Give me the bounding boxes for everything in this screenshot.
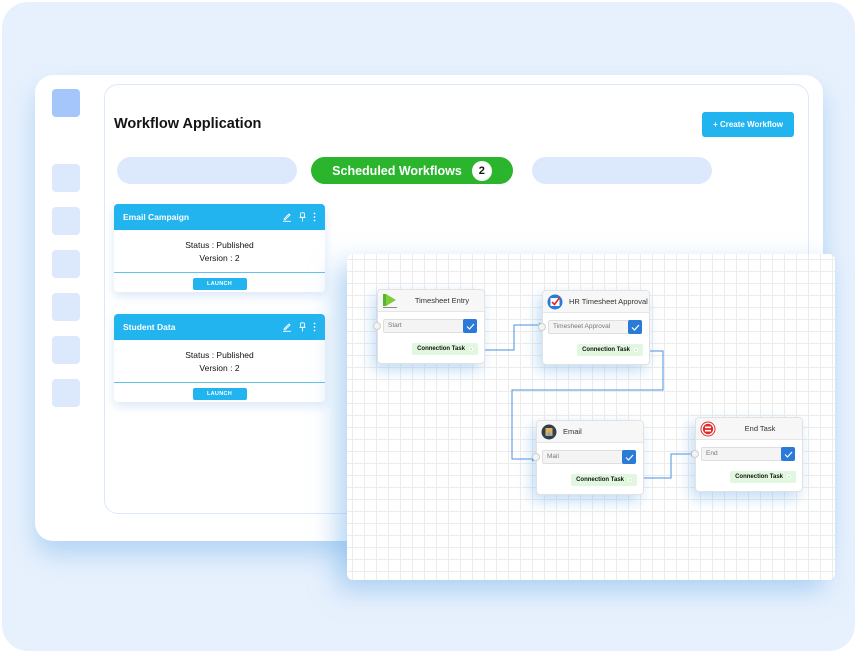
create-workflow-button[interactable]: + Create Workflow bbox=[702, 112, 794, 137]
connection-task-label: Connection Task bbox=[576, 477, 624, 483]
approval-check-icon bbox=[547, 294, 563, 309]
workflow-status: Status : Published bbox=[185, 349, 254, 360]
check-icon[interactable] bbox=[628, 320, 642, 334]
workflow-card: Student Data Status : Published Version … bbox=[114, 314, 325, 402]
node-header: End Task bbox=[696, 418, 802, 440]
sidebar-item-4[interactable] bbox=[52, 250, 80, 278]
node-input-port[interactable] bbox=[373, 322, 381, 330]
sidebar-item-3[interactable] bbox=[52, 207, 80, 235]
node-title: HR Timesheet Approval bbox=[569, 297, 648, 306]
node-input-field[interactable]: Timesheet Approval bbox=[548, 320, 642, 334]
sidebar-item-home[interactable] bbox=[52, 89, 80, 117]
workflow-name: Email Campaign bbox=[123, 212, 190, 222]
node-header: HR Timesheet Approval bbox=[543, 291, 649, 313]
workflow-node[interactable]: Timesheet Entry Start Connection Task bbox=[373, 289, 485, 364]
node-input-value: End bbox=[706, 450, 718, 457]
node-header: Timesheet Entry bbox=[378, 290, 484, 312]
node-input-value: Start bbox=[388, 322, 402, 329]
workflow-node[interactable]: HR Timesheet Approval Timesheet Approval… bbox=[538, 290, 650, 365]
play-icon bbox=[383, 293, 397, 308]
node-title: End Task bbox=[744, 424, 776, 433]
edit-icon[interactable] bbox=[282, 322, 292, 332]
workflow-status: Status : Published bbox=[185, 239, 254, 250]
connection-task-label: Connection Task bbox=[582, 347, 630, 353]
connection-task[interactable]: Connection Task bbox=[577, 344, 643, 356]
node-title: Timesheet Entry bbox=[414, 296, 470, 305]
pin-icon[interactable] bbox=[299, 212, 306, 222]
workflow-card-header: Student Data bbox=[114, 314, 325, 340]
node-input-port[interactable] bbox=[691, 450, 699, 458]
check-icon[interactable] bbox=[622, 450, 636, 464]
connection-task-label: Connection Task bbox=[735, 474, 783, 480]
node-input-field[interactable]: Mail bbox=[542, 450, 636, 464]
node-input-field[interactable]: Start bbox=[383, 319, 477, 333]
output-port-icon[interactable] bbox=[628, 478, 632, 482]
tab-scheduled-workflows[interactable]: Scheduled Workflows 2 bbox=[311, 157, 513, 184]
node-header: Email bbox=[537, 421, 643, 443]
connection-task[interactable]: Connection Task bbox=[571, 474, 637, 486]
workflow-canvas[interactable]: Timesheet Entry Start Connection Task HR… bbox=[347, 254, 835, 580]
launch-button[interactable]: LAUNCH bbox=[192, 388, 247, 400]
node-input-value: Timesheet Approval bbox=[553, 323, 611, 330]
tab-placeholder-left[interactable] bbox=[117, 157, 297, 184]
edit-icon[interactable] bbox=[282, 212, 292, 222]
workflow-version: Version : 2 bbox=[199, 252, 240, 263]
sidebar-item-2[interactable] bbox=[52, 164, 80, 192]
output-port-icon[interactable] bbox=[469, 347, 473, 351]
connection-task[interactable]: Connection Task bbox=[730, 471, 796, 483]
output-port-icon[interactable] bbox=[787, 475, 791, 479]
connection-task[interactable]: Connection Task bbox=[412, 343, 478, 355]
sidebar-item-5[interactable] bbox=[52, 293, 80, 321]
launch-button[interactable]: LAUNCH bbox=[192, 278, 247, 290]
sidebar-item-7[interactable] bbox=[52, 379, 80, 407]
node-title: Email bbox=[563, 427, 582, 436]
workflow-node[interactable]: End Task End Connection Task bbox=[691, 417, 803, 492]
node-input-value: Mail bbox=[547, 453, 559, 460]
more-vertical-icon[interactable] bbox=[313, 322, 316, 332]
workflow-card-body: Status : Published Version : 2 bbox=[114, 340, 325, 383]
sidebar-item-6[interactable] bbox=[52, 336, 80, 364]
check-icon[interactable] bbox=[463, 319, 477, 333]
workflow-card-body: Status : Published Version : 2 bbox=[114, 230, 325, 273]
more-vertical-icon[interactable] bbox=[313, 212, 316, 222]
stop-icon bbox=[700, 421, 716, 436]
output-port-icon[interactable] bbox=[634, 348, 638, 352]
page-title: Workflow Application bbox=[114, 116, 262, 132]
pin-icon[interactable] bbox=[299, 322, 306, 332]
tab-placeholder-right[interactable] bbox=[532, 157, 712, 184]
workflow-card: Email Campaign Status : Published Versio… bbox=[114, 204, 325, 292]
workflow-card-header: Email Campaign bbox=[114, 204, 325, 230]
tab-label: Scheduled Workflows bbox=[332, 163, 462, 178]
email-avatar-icon bbox=[541, 424, 557, 439]
workflow-node[interactable]: Email Mail Connection Task bbox=[532, 420, 644, 495]
check-icon[interactable] bbox=[781, 447, 795, 461]
node-input-field[interactable]: End bbox=[701, 447, 795, 461]
node-input-port[interactable] bbox=[538, 323, 546, 331]
node-input-port[interactable] bbox=[532, 453, 540, 461]
workflow-name: Student Data bbox=[123, 322, 176, 332]
connection-task-label: Connection Task bbox=[417, 346, 465, 352]
tab-count-badge: 2 bbox=[471, 160, 492, 181]
workflow-version: Version : 2 bbox=[199, 362, 240, 373]
